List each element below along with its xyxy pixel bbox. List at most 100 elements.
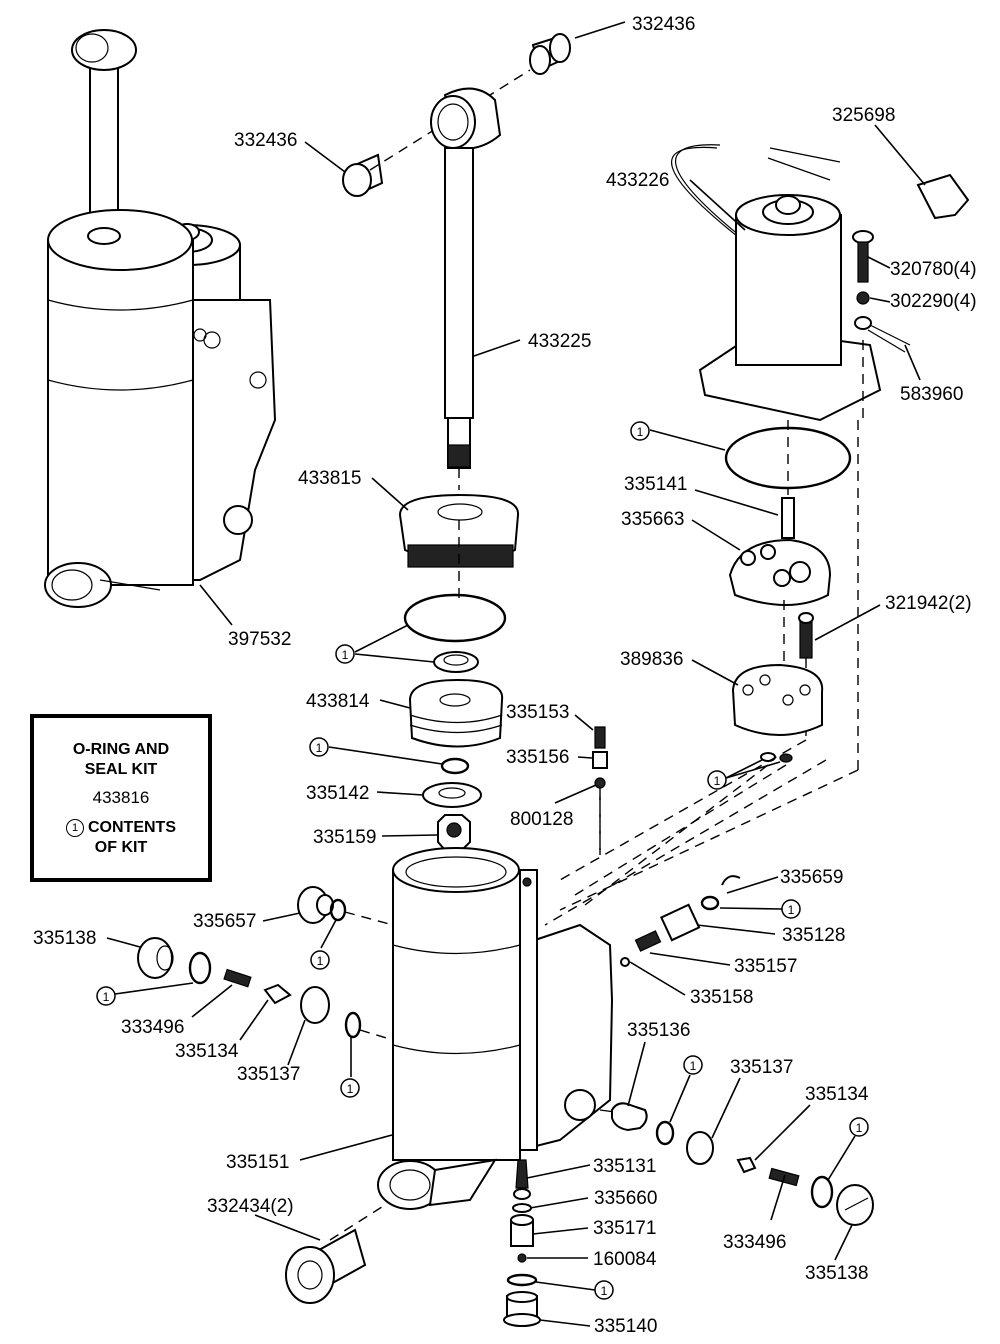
callout-335141: 335141: [624, 474, 687, 495]
callout-332436-left: 332436: [234, 130, 297, 151]
leader-kit-oring-2: [354, 653, 435, 663]
leader-332434: [254, 1214, 321, 1241]
pump-stack: [544, 420, 859, 926]
kit-marker: 1: [630, 421, 650, 441]
callout-332434: 332434(2): [207, 1196, 294, 1217]
leader-335141: [694, 489, 779, 516]
callout-160084: 160084: [593, 1249, 657, 1270]
leader-325698: [874, 124, 926, 186]
svg-text:1: 1: [317, 954, 324, 968]
leader-335157: [649, 952, 731, 966]
callout-335136: 335136: [627, 1020, 690, 1041]
svg-text:1: 1: [714, 774, 721, 788]
leader-397532: [199, 584, 233, 626]
leader-433814: [379, 699, 411, 709]
callout-335128: 335128: [782, 925, 845, 946]
callout-335142: 335142: [306, 783, 369, 804]
kit-title: O-RING AND SEAL KIT: [34, 740, 208, 780]
kit-marker: 1: [96, 986, 116, 1006]
kit-number: 433816: [92, 788, 150, 807]
leader-kit-335138: [114, 982, 194, 995]
leader-kit-pump: [725, 759, 763, 779]
svg-text:1: 1: [601, 1284, 608, 1298]
callout-335134-left: 335134: [175, 1041, 239, 1062]
leader-335159: [381, 834, 438, 837]
callout-397532: 397532: [228, 629, 291, 650]
svg-text:1: 1: [342, 648, 349, 662]
leader-kit-333496: [827, 1135, 856, 1181]
callout-335137-left: 335137: [237, 1064, 300, 1085]
manual-valve: [620, 875, 741, 967]
callout-320780: 320780(4): [890, 259, 977, 280]
leader-800128: [554, 784, 597, 804]
callout-800128: 800128: [510, 809, 573, 830]
callout-335663: 335663: [621, 509, 684, 530]
kit-marker: 1: [594, 1280, 614, 1300]
callout-335151: 335151: [226, 1152, 289, 1173]
kit-legend-text1: CONTENTS: [88, 819, 176, 836]
assembled-unit: [44, 29, 277, 608]
callout-302290: 302290(4): [890, 291, 977, 312]
callout-583960: 583960: [900, 384, 963, 405]
kit-marker: 1: [335, 644, 355, 664]
callout-325698: 325698: [832, 105, 895, 126]
kit-marker: 1: [683, 1055, 703, 1075]
kit-marker: 1: [707, 770, 727, 790]
kit-marker: 1: [310, 950, 330, 970]
callout-333496-right: 333496: [723, 1232, 786, 1253]
svg-text:1: 1: [347, 1082, 354, 1096]
leader-335137-right: [711, 1077, 741, 1139]
leader-335140: [539, 1319, 591, 1327]
leader-335138-right: [834, 1224, 853, 1261]
leader-kit-pump-2: [725, 761, 781, 779]
leader-kit-filter: [535, 1281, 596, 1291]
kit-title-line2: SEAL KIT: [84, 761, 158, 778]
callout-335156: 335156: [506, 747, 569, 768]
svg-text:1: 1: [788, 903, 795, 917]
leader-335156: [577, 756, 593, 759]
center-stack: [398, 493, 608, 851]
kit-legend-text2: OF KIT: [94, 839, 148, 856]
filter-stack: [503, 1159, 541, 1327]
leader-332436-left: [304, 141, 346, 173]
leader-335657: [262, 912, 301, 922]
kit-marker: 1: [309, 737, 329, 757]
leader-321942: [814, 604, 881, 641]
leader-335660: [529, 1197, 589, 1209]
leader-335136: [627, 1041, 646, 1107]
leader-335142: [376, 791, 424, 796]
leader-kit-oring-1: [354, 624, 409, 653]
kit-marker: 1: [340, 1078, 360, 1098]
callout-335137-right: 335137: [730, 1057, 793, 1078]
callout-335138-left: 335138: [33, 928, 96, 949]
callout-321942: 321942(2): [885, 593, 972, 614]
leader-320780: [867, 256, 891, 269]
leader-433225: [473, 339, 521, 357]
callout-433226: 433226: [606, 170, 669, 191]
leader-335663: [691, 519, 741, 551]
leader-332436-top: [574, 21, 626, 39]
leader-335128: [696, 924, 776, 935]
leader-333496-right: [770, 1174, 786, 1221]
callout-335657: 335657: [193, 911, 256, 932]
leader-389836: [691, 659, 739, 686]
leader-kit-335136: [669, 1074, 691, 1123]
leader-302290: [869, 297, 891, 303]
left-valve-train: [137, 886, 394, 1041]
leader-583960: [904, 344, 921, 381]
kit-marker: 1: [781, 899, 801, 919]
leader-kit-small-oring: [328, 746, 443, 765]
leader-kit-motor-oring: [649, 429, 726, 451]
leader-kit-335657: [320, 919, 337, 949]
leader-335153: [574, 714, 594, 731]
callout-335134-right: 335134: [805, 1084, 869, 1105]
leader-335158: [629, 961, 686, 996]
callout-433815: 433815: [298, 468, 361, 489]
kit-marker: 1: [849, 1117, 869, 1137]
rod-assembly: [342, 33, 571, 490]
leader-335138-left: [106, 937, 141, 948]
leader-335137-left: [287, 1019, 306, 1066]
callout-335138-right: 335138: [805, 1263, 868, 1284]
svg-text:1: 1: [637, 425, 644, 439]
